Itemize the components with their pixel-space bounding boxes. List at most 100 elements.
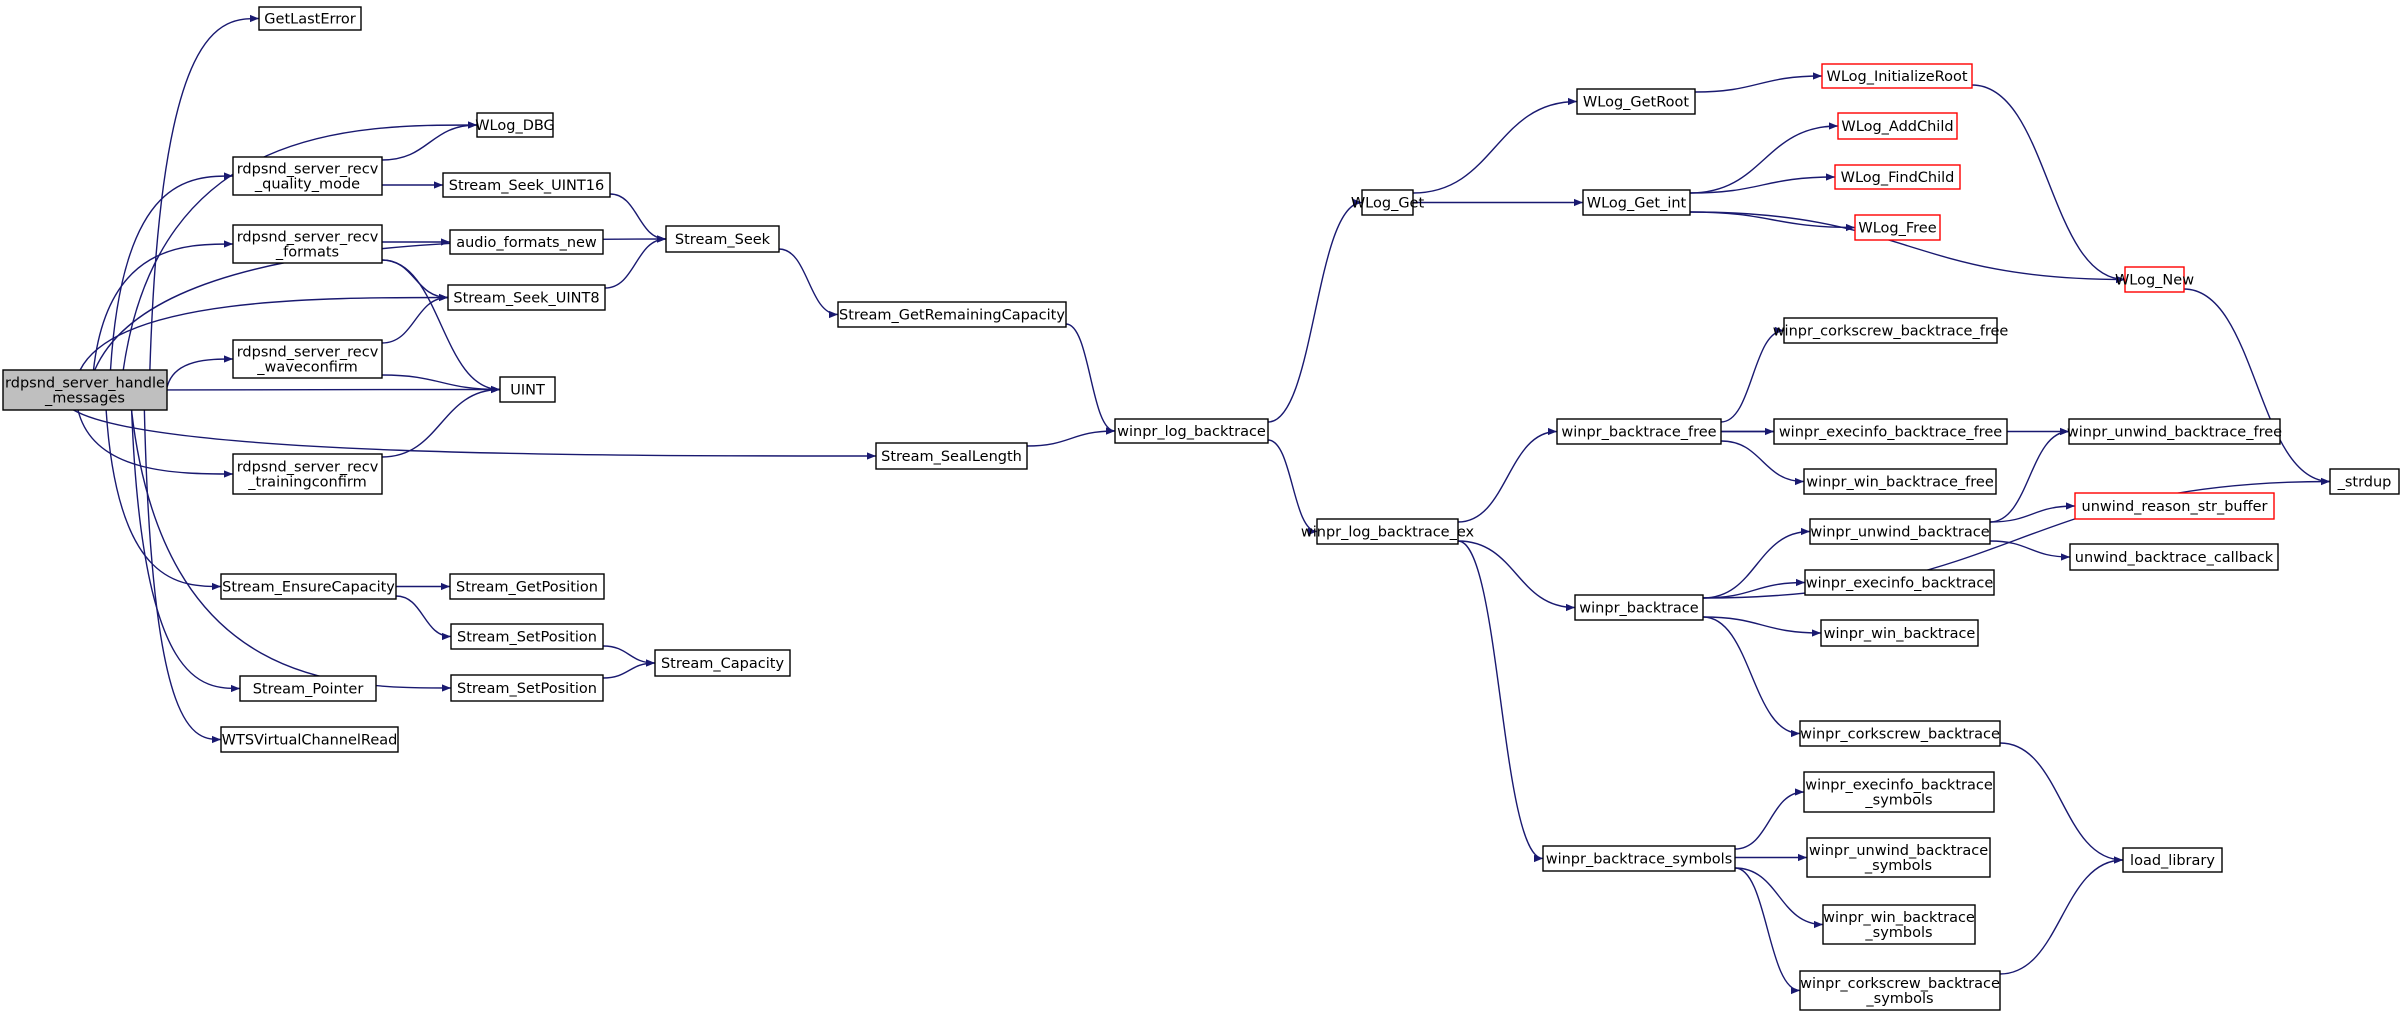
node-label: WLog_FindChild xyxy=(1841,170,1955,186)
node-label: winpr_execinfo_backtrace_free xyxy=(1779,425,2002,441)
node-win-symbols[interactable]: winpr_win_backtrace_symbols xyxy=(1822,904,1976,945)
node-box xyxy=(1316,518,1459,545)
edge-root-to-wts-read xyxy=(143,409,222,744)
node-execinfo-symbols[interactable]: winpr_execinfo_backtrace_symbols xyxy=(1803,771,1995,813)
node-label: Stream_SetPosition xyxy=(457,681,597,697)
node-box xyxy=(1834,164,1961,190)
node-unwind-backtrace[interactable]: winpr_unwind_backtrace xyxy=(1809,518,1991,545)
node-wlog-new[interactable]: WLog_New xyxy=(2115,266,2194,293)
node-recv-training[interactable]: rdpsnd_server_recv_trainingconfirm xyxy=(232,453,383,495)
edge-unwind-backtrace-to-unwind-callback xyxy=(1989,540,2071,561)
node-label: _symbols xyxy=(1865,991,1933,1007)
node-label: rdpsnd_server_recv xyxy=(237,460,379,476)
node-execinfo-free[interactable]: winpr_execinfo_backtrace_free xyxy=(1773,418,2008,445)
node-set-position-b[interactable]: Stream_SetPosition xyxy=(450,674,604,702)
node-box xyxy=(1542,845,1736,872)
node-win-free[interactable]: winpr_win_backtrace_free xyxy=(1803,468,1997,495)
node-load-library[interactable]: load_library xyxy=(2122,847,2223,873)
node-label: winpr_unwind_backtrace_free xyxy=(2067,425,2282,441)
node-label: Stream_SetPosition xyxy=(457,630,597,646)
node-seek-uint16[interactable]: Stream_Seek_UINT16 xyxy=(442,172,611,198)
node-wlog-get-int[interactable]: WLog_Get_int xyxy=(1582,189,1691,216)
node-root[interactable]: rdpsnd_server_handle_messages xyxy=(2,369,168,411)
node-label: WLog_AddChild xyxy=(1841,119,1953,135)
node-wlog-init-root[interactable]: WLog_InitializeRoot xyxy=(1821,63,1973,89)
node-strdup[interactable]: _strdup xyxy=(2329,468,2400,495)
node-label: _trainingconfirm xyxy=(247,475,366,491)
node-box xyxy=(258,6,362,31)
node-unwind-symbols[interactable]: winpr_unwind_backtrace_symbols xyxy=(1806,837,1991,878)
node-box xyxy=(2068,418,2281,445)
node-capacity[interactable]: Stream_Capacity xyxy=(654,649,791,677)
node-label: _symbols xyxy=(1864,793,1932,809)
nodes-layer: rdpsnd_server_handle_messages GetLastErro… xyxy=(2,6,2400,1011)
node-box xyxy=(1361,189,1414,216)
edge-root-to-recv-training xyxy=(77,409,234,478)
node-label: unwind_backtrace_callback xyxy=(2075,550,2274,566)
node-wlog-get[interactable]: WLog_Get xyxy=(1351,189,1425,216)
node-box xyxy=(232,224,383,264)
edge-recv-quality-to-wlog-dbg xyxy=(381,121,478,161)
node-log-backtrace-ex[interactable]: winpr_log_backtrace_ex xyxy=(1301,518,1475,545)
node-stream-seek[interactable]: Stream_Seek xyxy=(665,225,780,253)
node-label: rdpsnd_server_recv xyxy=(237,162,379,178)
edge-log-backtrace-ex-to-backtrace xyxy=(1457,540,1576,612)
edge-log-backtrace-to-log-backtrace-ex xyxy=(1267,439,1318,536)
node-pointer[interactable]: Stream_Pointer xyxy=(239,675,377,702)
node-unwind-free[interactable]: winpr_unwind_backtrace_free xyxy=(2067,418,2282,445)
node-seal-length[interactable]: Stream_SealLength xyxy=(875,442,1028,470)
node-box xyxy=(1804,569,1995,596)
node-corkscrew-free[interactable]: winpr_corkscrew_backtrace_free xyxy=(1773,317,2009,344)
node-wlog-dbg[interactable]: WLog_DBG xyxy=(475,112,555,138)
node-label: winpr_corkscrew_backtrace xyxy=(1800,976,2000,992)
node-get-remaining[interactable]: Stream_GetRemainingCapacity xyxy=(837,301,1067,328)
node-recv-quality[interactable]: rdpsnd_server_recv_quality_mode xyxy=(232,156,383,196)
node-log-backtrace[interactable]: winpr_log_backtrace xyxy=(1114,418,1269,444)
node-unwind-callback[interactable]: unwind_backtrace_callback xyxy=(2069,543,2279,571)
edge-wlog-get-int-to-wlog-findchild xyxy=(1689,173,1836,194)
node-label: Stream_SealLength xyxy=(881,449,1022,465)
node-label: winpr_win_backtrace xyxy=(1823,910,1975,926)
node-uint[interactable]: UINT xyxy=(499,376,556,403)
node-box xyxy=(1803,468,1997,495)
node-wts-read[interactable]: WTSVirtualChannelRead xyxy=(220,726,399,753)
node-label: WLog_InitializeRoot xyxy=(1826,69,1967,85)
node-box xyxy=(447,284,606,311)
node-wlog-getroot[interactable]: WLog_GetRoot xyxy=(1576,88,1696,115)
node-corkscrew-symbols[interactable]: winpr_corkscrew_backtrace_symbols xyxy=(1799,970,2001,1011)
node-win-backtrace[interactable]: winpr_win_backtrace xyxy=(1820,619,1979,647)
node-unwind-reason[interactable]: unwind_reason_str_buffer xyxy=(2074,492,2275,520)
edge-ensure-capacity-to-set-position-a xyxy=(395,595,452,641)
node-corkscrew-backtrace[interactable]: winpr_corkscrew_backtrace xyxy=(1799,720,2001,747)
node-label: Stream_Seek xyxy=(675,232,771,248)
node-wlog-findchild[interactable]: WLog_FindChild xyxy=(1834,164,1961,190)
node-label: Stream_Capacity xyxy=(661,656,784,672)
node-recv-waveconfirm[interactable]: rdpsnd_server_recv_waveconfirm xyxy=(232,339,383,379)
node-wlog-addchild[interactable]: WLog_AddChild xyxy=(1837,112,1958,140)
node-label: GetLastError xyxy=(264,12,355,28)
node-label: Stream_EnsureCapacity xyxy=(222,580,395,596)
node-label: _strdup xyxy=(2337,475,2392,491)
node-box xyxy=(232,339,383,379)
node-label: rdpsnd_server_handle xyxy=(5,376,165,392)
node-backtrace-free[interactable]: winpr_backtrace_free xyxy=(1556,418,1722,445)
node-box xyxy=(239,675,377,702)
node-recv-formats[interactable]: rdpsnd_server_recv_formats xyxy=(232,224,383,264)
node-get-position[interactable]: Stream_GetPosition xyxy=(449,573,605,600)
edge-unwind-backtrace-to-unwind-reason xyxy=(1989,502,2076,523)
node-audio-formats-new[interactable]: audio_formats_new xyxy=(449,229,604,255)
node-backtrace[interactable]: winpr_backtrace xyxy=(1574,594,1704,621)
node-ensure-capacity[interactable]: Stream_EnsureCapacity xyxy=(220,573,397,600)
node-label: winpr_backtrace_free xyxy=(1561,425,1716,441)
edge-seek-uint16-to-stream-seek xyxy=(609,193,667,243)
node-wlog-free[interactable]: WLog_Free xyxy=(1854,214,1941,241)
node-box xyxy=(232,453,383,495)
node-set-position-a[interactable]: Stream_SetPosition xyxy=(450,623,604,650)
edge-seal-length-to-log-backtrace xyxy=(1026,427,1116,447)
node-seek-uint8[interactable]: Stream_Seek_UINT8 xyxy=(447,284,606,311)
node-backtrace-symbols[interactable]: winpr_backtrace_symbols xyxy=(1542,845,1736,872)
node-box xyxy=(665,225,780,253)
node-execinfo-backtrace[interactable]: winpr_execinfo_backtrace xyxy=(1804,569,1995,596)
node-label: rdpsnd_server_recv xyxy=(237,345,379,361)
node-getlasterror[interactable]: GetLastError xyxy=(258,6,362,31)
